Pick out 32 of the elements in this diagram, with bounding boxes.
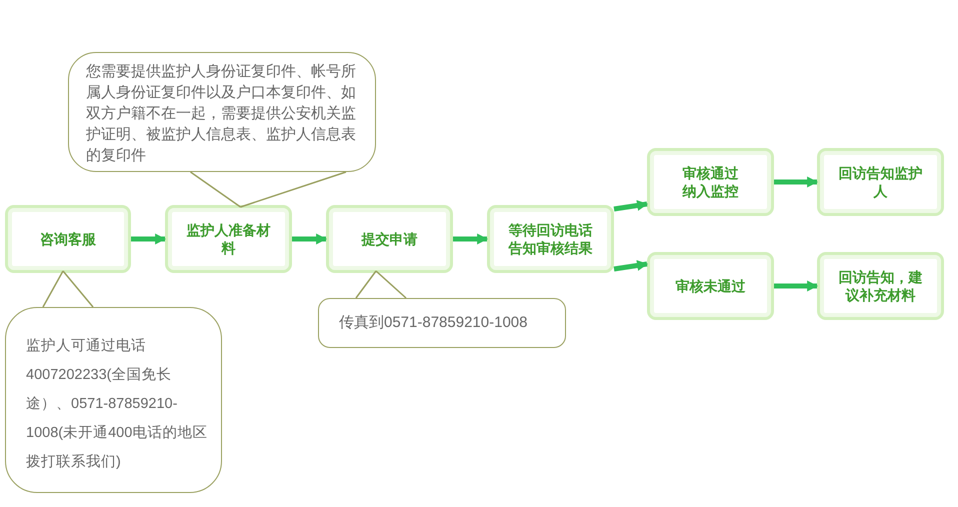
callout-bubble — [68, 52, 376, 172]
step-label: 咨询客服 — [39, 230, 97, 248]
process-box — [165, 205, 292, 273]
step-label: 监护人准备材料 — [186, 221, 272, 257]
callout-text: 监护人可通过电话4007202233(全国免长途）、0571-87859210-1008(未开通400电话的地区拨打联系我们) — [26, 336, 208, 472]
arrow — [131, 234, 166, 244]
process-box — [487, 205, 614, 273]
step-label: 审核通过纳入监控 — [682, 164, 740, 200]
process-box — [817, 252, 944, 320]
arrow — [614, 260, 648, 272]
process-box — [647, 148, 774, 216]
process-box — [817, 148, 944, 216]
callout-text: 您需要提供监护人身份证复印件、帐号所属人身份证复印件以及户口本复印件、如双方户籍不在一起，需要提供公安机关监护证明、被监护人信息表、监护人信息表的复印件 — [86, 62, 357, 166]
callout-tail — [190, 171, 347, 208]
callout-text: 传真到0571-87859210-1008 — [339, 313, 528, 333]
step-label: 审核未通过 — [674, 277, 746, 295]
step-label: 提交申请 — [360, 230, 418, 248]
arrow — [774, 176, 818, 188]
arrow — [774, 280, 818, 292]
callout-tail — [42, 270, 94, 308]
arrow — [292, 234, 328, 244]
callout-tail — [355, 270, 407, 299]
arrow — [614, 200, 648, 212]
process-box — [326, 205, 453, 273]
callout-bubble — [318, 298, 566, 348]
step-label: 等待回访电话告知审核结果 — [508, 221, 594, 257]
process-box — [5, 205, 131, 273]
step-label: 回访告知监护人 — [838, 164, 924, 200]
callout-bubble — [5, 307, 222, 493]
step-label: 回访告知，建议补充材料 — [838, 268, 924, 304]
process-box — [647, 252, 774, 320]
arrow — [453, 234, 488, 244]
